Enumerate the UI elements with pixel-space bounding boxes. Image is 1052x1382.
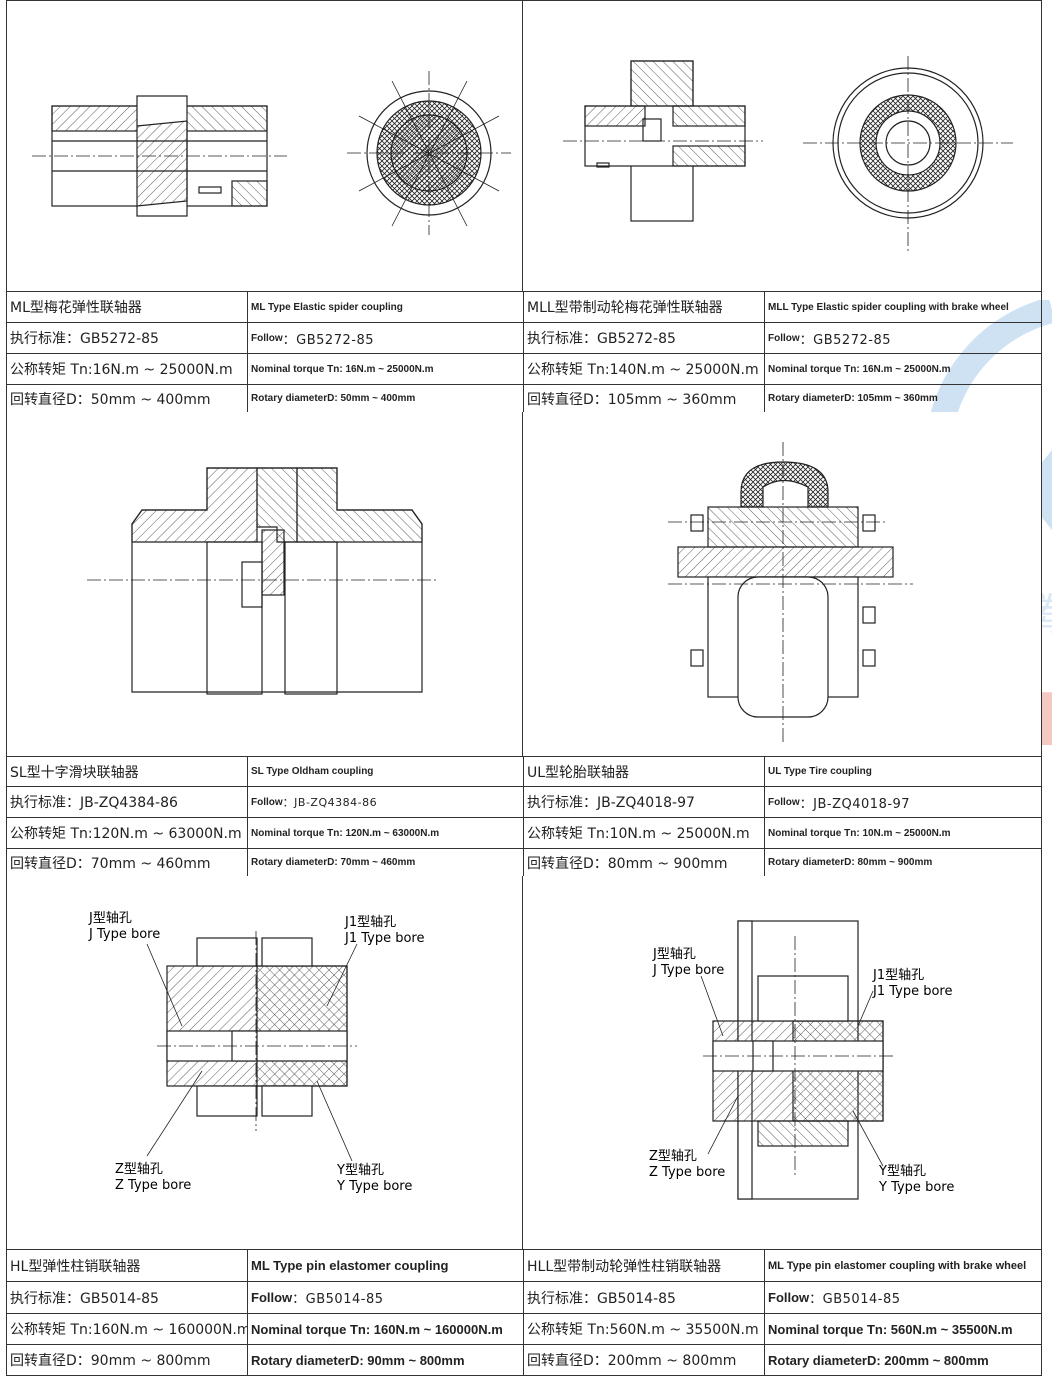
follow-label: Follow — [251, 332, 283, 344]
row-std-3: 执行标准：GB5014-85 Follow：GB5014-85 执行标准：GB5… — [6, 1282, 1042, 1314]
follow-value: ：GB5014-85 — [809, 1292, 901, 1307]
hl-torque-en: Nominal torque Tn: 160N.m ~ 160000N.m — [248, 1314, 524, 1344]
j-bore-cn: J型轴孔 — [652, 947, 696, 962]
follow-value: ：GB5272-85 — [282, 332, 374, 348]
mll-dia-cn: 回转直径D：105mm ~ 360mm — [524, 385, 765, 412]
ul-name-en: UL Type Tire coupling — [768, 766, 872, 777]
mll-std-en: Follow：GB5272-85 — [765, 323, 1043, 353]
ul-std-cn: 执行标准：JB-ZQ4018-97 — [524, 787, 765, 817]
ml-dia-cn: 回转直径D：50mm ~ 400mm — [7, 385, 248, 412]
y-bore-en: Y Type bore — [878, 1180, 954, 1195]
y-bore-cn: Y型轴孔 — [336, 1163, 384, 1178]
hl-torque-cn: 公称转矩 Tn:160N.m ~ 160000N.m — [7, 1314, 248, 1344]
y-bore-en: Y Type bore — [336, 1179, 412, 1194]
ml-torque-cn: 公称转矩 Tn:16N.m ~ 25000N.m — [7, 354, 248, 384]
z-bore-en: Z Type bore — [649, 1165, 725, 1180]
row-dia-3: 回转直径D：90mm ~ 800mm Rotary diameterD: 90m… — [6, 1345, 1042, 1376]
ml-dia-en: Rotary diameterD: 50mm ~ 400mm — [248, 385, 524, 412]
sl-std-cn: 执行标准：JB-ZQ4384-86 — [7, 787, 248, 817]
follow-label: Follow — [768, 332, 800, 344]
hll-name-cn: HLL型带制动轮弹性柱销联轴器 — [524, 1250, 765, 1281]
hll-torque-cn: 公称转矩 Tn:560N.m ~ 35500N.m — [524, 1314, 765, 1344]
follow-value: ：GB5014-85 — [292, 1292, 384, 1307]
sl-name-cn: SL型十字滑块联轴器 — [7, 757, 248, 786]
follow-label: Follow — [251, 796, 283, 808]
hll-torque-en: Nominal torque Tn: 560N.m ~ 35500N.m — [768, 1321, 1013, 1337]
follow-value: ：JB-ZQ4384-86 — [282, 796, 378, 809]
j1-bore-en: J1 Type bore — [872, 984, 953, 999]
hl-dia-cn: 回转直径D：90mm ~ 800mm — [7, 1345, 248, 1375]
mll-name-en: MLL Type Elastic spider coupling with br… — [768, 301, 1009, 313]
row-dia-2: 回转直径D：70mm ~ 460mm Rotary diameterD: 70m… — [6, 849, 1042, 877]
z-bore-en: Z Type bore — [115, 1178, 191, 1193]
j1-bore-cn: J1型轴孔 — [344, 915, 396, 930]
row-std-1: 执行标准：GB5272-85 Follow：GB5272-85 执行标准：GB5… — [6, 323, 1042, 354]
mll-name-cn: MLL型带制动轮梅花弹性联轴器 — [524, 292, 765, 322]
ul-dia-cn: 回转直径D：80mm ~ 900mm — [524, 849, 765, 876]
sl-dia-cn: 回转直径D：70mm ~ 460mm — [7, 849, 248, 876]
hl-dia-en: Rotary diameterD: 90mm ~ 800mm — [248, 1345, 524, 1375]
mll-dia-en: Rotary diameterD: 105mm ~ 360mm — [768, 393, 938, 404]
ul-name-cn: UL型轮胎联轴器 — [524, 757, 765, 786]
hll-coupling-drawing: J型轴孔 J Type bore J1型轴孔 J1 Type bore Z型轴孔… — [522, 876, 1042, 1250]
j-bore-en: J Type bore — [652, 963, 724, 978]
mll-coupling-drawing — [522, 0, 1042, 292]
z-bore-cn: Z型轴孔 — [649, 1149, 697, 1164]
j-bore-en: J Type bore — [88, 927, 160, 942]
row-name-3: HL型弹性柱销联轴器 ML Type pin elastomer couplin… — [6, 1249, 1042, 1282]
mll-std-cn: 执行标准：GB5272-85 — [524, 323, 765, 353]
hll-std-cn: 执行标准：GB5014-85 — [524, 1282, 765, 1313]
y-bore-cn: Y型轴孔 — [878, 1164, 926, 1179]
sl-torque-cn: 公称转矩 Tn:120N.m ~ 63000N.m — [7, 818, 248, 848]
hll-std-en: Follow：GB5014-85 — [765, 1282, 1043, 1313]
mll-torque-en: Nominal torque Tn: 16N.m ~ 25000N.m — [768, 363, 951, 375]
hll-name-en: ML Type pin elastomer coupling with brak… — [768, 1259, 1027, 1272]
j1-bore-en: J1 Type bore — [344, 931, 425, 946]
hl-name-cn: HL型弹性柱销联轴器 — [7, 1250, 248, 1281]
row-torque-3: 公称转矩 Tn:160N.m ~ 160000N.m Nominal torqu… — [6, 1314, 1042, 1345]
j1-bore-cn: J1型轴孔 — [872, 968, 924, 983]
row-std-2: 执行标准：JB-ZQ4384-86 Follow：JB-ZQ4384-86 执行… — [6, 787, 1042, 818]
sl-torque-en: Nominal torque Tn: 120N.m ~ 63000N.m — [248, 818, 524, 848]
hl-coupling-drawing: J型轴孔 J Type bore J1型轴孔 J1 Type bore Z型轴孔… — [6, 876, 523, 1250]
ml-std-en: Follow：GB5272-85 — [248, 323, 524, 353]
sl-dia-en: Rotary diameterD: 70mm ~ 460mm — [248, 849, 524, 876]
mll-torque-cn: 公称转矩 Tn:140N.m ~ 25000N.m — [524, 354, 765, 384]
follow-value: ：GB5272-85 — [799, 332, 891, 348]
row-dia-1: 回转直径D：50mm ~ 400mm Rotary diameterD: 50m… — [6, 385, 1042, 413]
j-bore-cn: J型轴孔 — [88, 911, 132, 926]
ul-dia-en: Rotary diameterD: 80mm ~ 900mm — [768, 857, 933, 868]
ml-std-cn: 执行标准：GB5272-85 — [7, 323, 248, 353]
follow-label: Follow — [768, 796, 800, 808]
ml-torque-en: Nominal torque Tn: 16N.m ~ 25000N.m — [248, 354, 524, 384]
sl-name-en: SL Type Oldham coupling — [248, 757, 524, 786]
hl-std-en: Follow：GB5014-85 — [248, 1282, 524, 1313]
row-name-2: SL型十字滑块联轴器 SL Type Oldham coupling UL型轮胎… — [6, 756, 1042, 787]
hll-dia-cn: 回转直径D：200mm ~ 800mm — [524, 1345, 765, 1375]
sl-coupling-drawing — [6, 412, 523, 757]
ul-torque-cn: 公称转矩 Tn:10N.m ~ 25000N.m — [524, 818, 765, 848]
row-name-1: ML型梅花弹性联轴器 ML Type Elastic spider coupli… — [6, 292, 1042, 323]
ml-name-cn: ML型梅花弹性联轴器 — [7, 292, 248, 322]
sl-std-en: Follow：JB-ZQ4384-86 — [248, 787, 524, 817]
hl-std-cn: 执行标准：GB5014-85 — [7, 1282, 248, 1313]
ml-coupling-drawing — [6, 0, 523, 292]
follow-label: Follow — [768, 1290, 810, 1305]
z-bore-cn: Z型轴孔 — [115, 1162, 163, 1177]
ul-std-en: Follow：JB-ZQ4018-97 — [765, 787, 1043, 817]
ul-coupling-drawing — [522, 412, 1042, 757]
ml-name-en: ML Type Elastic spider coupling — [248, 292, 524, 322]
ul-torque-en: Nominal torque Tn: 10N.m ~ 25000N.m — [768, 827, 951, 839]
row-torque-1: 公称转矩 Tn:16N.m ~ 25000N.m Nominal torque … — [6, 354, 1042, 385]
row-torque-2: 公称转矩 Tn:120N.m ~ 63000N.m Nominal torque… — [6, 818, 1042, 849]
follow-label: Follow — [251, 1290, 293, 1305]
hll-dia-en: Rotary diameterD: 200mm ~ 800mm — [768, 1352, 989, 1368]
follow-value: ：JB-ZQ4018-97 — [799, 796, 911, 812]
hl-name-en: ML Type pin elastomer coupling — [248, 1250, 524, 1281]
